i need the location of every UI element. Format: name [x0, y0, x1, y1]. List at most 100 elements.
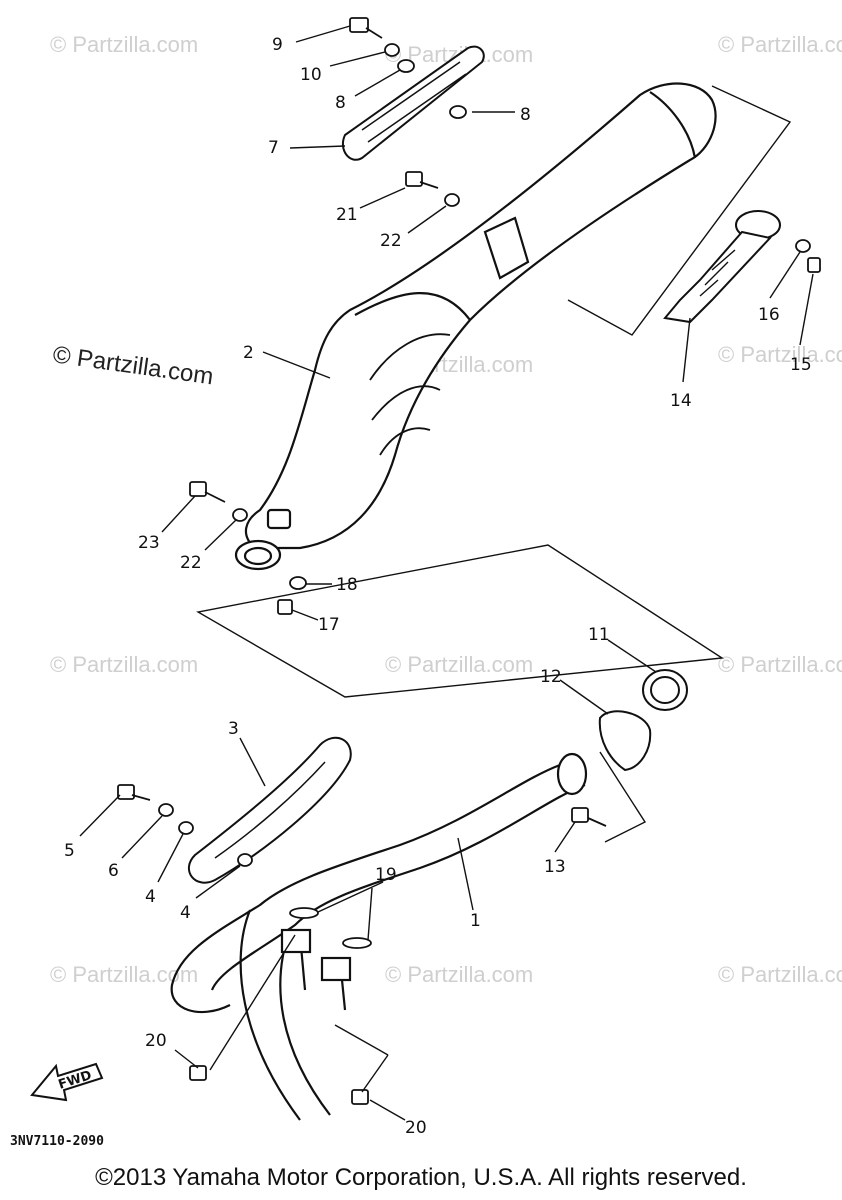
washer-22	[444, 193, 460, 207]
bolt-20	[189, 1065, 207, 1081]
callout-label: 3	[228, 719, 239, 739]
leader-line	[554, 821, 576, 853]
fasteners	[117, 17, 821, 1105]
callout-label: 18	[336, 575, 358, 595]
bolt-21	[405, 171, 423, 187]
muffler-joint-frame	[196, 544, 725, 698]
clamp-12	[598, 710, 652, 772]
bolt-13-shank	[587, 817, 607, 827]
leader-line	[334, 1024, 389, 1056]
heat-shield-7-body	[342, 45, 485, 161]
spark-arrester-mesh	[699, 249, 736, 297]
callout-label: 13	[544, 857, 566, 877]
nut-18	[289, 576, 307, 590]
gasket-frame	[599, 751, 647, 843]
callout-label: 22	[180, 553, 202, 573]
leader-line	[607, 639, 657, 673]
washer-16	[795, 239, 811, 253]
callout-label: 15	[790, 355, 812, 375]
callout-label: 10	[300, 65, 322, 85]
leader-line	[407, 205, 447, 234]
watermark: © Partzilla.com	[50, 652, 198, 677]
bolt-23	[189, 481, 207, 497]
callout-label: 11	[588, 625, 610, 645]
leader-line	[359, 187, 406, 209]
callout-label: 1	[470, 911, 481, 931]
heat-shield-3	[188, 736, 352, 884]
exhaust-pipe-outer	[170, 763, 561, 1014]
muffler-inlet	[234, 539, 282, 571]
callout-label: 5	[64, 841, 75, 861]
leader-line	[369, 1099, 406, 1121]
callout-label: 19	[375, 865, 397, 885]
bolt-9	[349, 17, 369, 33]
bolt-9-shank	[365, 27, 383, 39]
exhaust-headers	[239, 909, 347, 1121]
heat-shield-3-slots	[214, 761, 326, 859]
heat-shield-3-body	[188, 736, 352, 884]
joint-parts	[598, 669, 688, 772]
exhaust-pipe-end	[556, 752, 588, 796]
leader-line	[209, 934, 296, 1071]
bolt-17	[277, 599, 293, 615]
heat-shield-7	[342, 45, 485, 161]
callout-labels: 9 10 8 8 7 21 22 2 16 15 14 23 22 18 17 …	[64, 35, 812, 1138]
bolt-5	[117, 784, 135, 800]
callout-label: 22	[380, 231, 402, 251]
watermark: © Partzilla.com	[718, 32, 842, 57]
callout-label: 20	[405, 1118, 427, 1138]
callout-label: 23	[138, 533, 160, 553]
bolt-15	[807, 257, 821, 273]
leader-line	[195, 865, 241, 899]
watermark: © Partzilla.com	[385, 962, 533, 987]
leader-line	[121, 815, 163, 859]
gasket-19	[342, 937, 372, 949]
callout-label: 20	[145, 1031, 167, 1051]
callout-label: 21	[336, 205, 358, 225]
header-flange	[280, 928, 312, 954]
bolt-13	[571, 807, 589, 823]
leader-line	[289, 145, 346, 149]
callout-label: 2	[243, 343, 254, 363]
callout-label: 17	[318, 615, 340, 635]
leader-lines	[79, 25, 814, 1121]
leader-line	[79, 794, 121, 837]
header-flange	[320, 956, 352, 982]
leader-line	[262, 351, 331, 379]
watermarks: © Partzilla.com © Partzilla.com © Partzi…	[50, 32, 842, 987]
leader-line	[367, 887, 373, 941]
leader-line	[329, 51, 386, 67]
washer-4	[237, 853, 253, 867]
leader-line	[457, 837, 474, 911]
leader-line	[239, 737, 266, 787]
heat-shield-7-slots	[361, 61, 467, 143]
fwd-arrow-shape	[30, 1062, 104, 1102]
leader-line	[157, 833, 184, 883]
washer-22	[232, 508, 248, 522]
gasket-11	[642, 669, 688, 711]
leader-line	[361, 1054, 389, 1093]
gasket-11-inner	[650, 676, 680, 704]
diagram-code: 3NV7110-2090	[10, 1134, 104, 1149]
watermark: © Partzilla.com	[718, 652, 842, 677]
mount-bracket	[483, 216, 530, 280]
leader-line	[317, 881, 384, 913]
gasket-19	[289, 907, 319, 919]
copyright-notice: ©2013 Yamaha Motor Corporation, U.S.A. A…	[95, 1164, 747, 1191]
callout-label: 6	[108, 861, 119, 881]
fwd-label: FWD	[57, 1068, 94, 1093]
callout-label: 14	[670, 391, 692, 411]
leader-line	[161, 495, 196, 533]
exhaust-pipe	[170, 752, 588, 1121]
callout-label: 4	[145, 887, 156, 907]
spark-arrester-screen	[663, 230, 772, 324]
leader-line	[354, 69, 401, 97]
nut-8	[397, 59, 415, 73]
exhaust-pipe-inner	[210, 783, 586, 991]
callout-label: 7	[268, 138, 279, 158]
callout-label: 12	[540, 667, 562, 687]
callout-label: 4	[180, 903, 191, 923]
watermark: © Partzilla.com	[718, 962, 842, 987]
